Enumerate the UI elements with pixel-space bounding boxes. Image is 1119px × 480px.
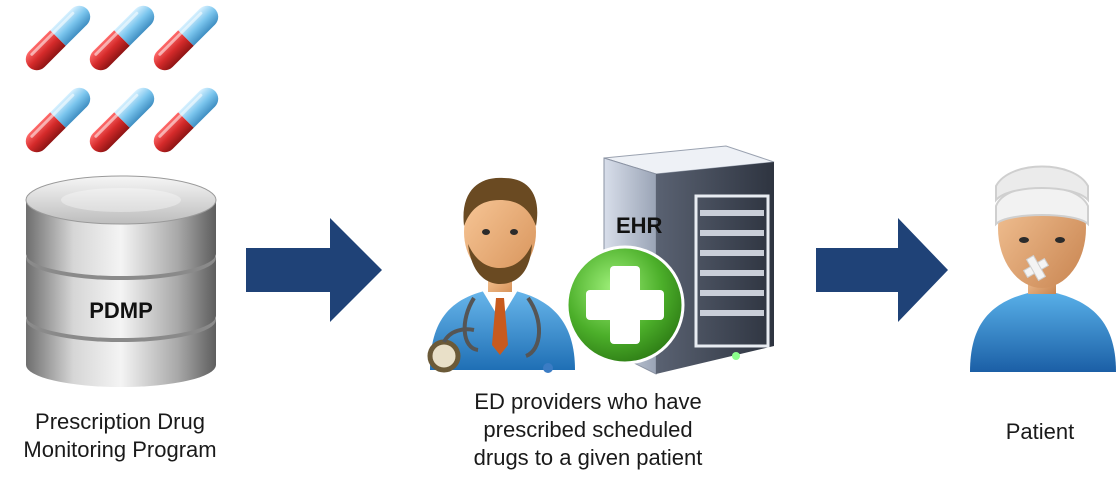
ehr-label: EHR [616,213,663,238]
pill-icon [147,81,225,159]
pdmp-caption-line1: Prescription Drug [35,409,205,434]
database-icon [25,175,217,387]
pdmp-caption: Prescription Drug Monitoring Program [0,408,240,464]
provider-caption-line3: drugs to a given patient [473,445,703,470]
provider-caption: ED providers who have prescribed schedul… [438,388,738,472]
pill-icon [20,81,97,159]
pills-group [20,0,225,159]
pdmp-caption-line2: Monitoring Program [23,437,217,462]
pill-icon [83,0,161,77]
plus-icon [565,245,685,365]
arrow-right-icon [816,218,948,322]
arrow-right-icon [246,218,382,322]
provider-caption-line2: prescribed scheduled [483,417,693,442]
pill-icon [25,5,91,71]
pdmp-label: PDMP [89,298,153,323]
patient-caption: Patient [1005,419,1075,444]
pill-icon [147,0,225,77]
pill-icon [83,81,161,159]
doctor-icon [427,177,575,373]
patient-icon [970,165,1116,372]
provider-caption-line1: ED providers who have [474,389,702,414]
